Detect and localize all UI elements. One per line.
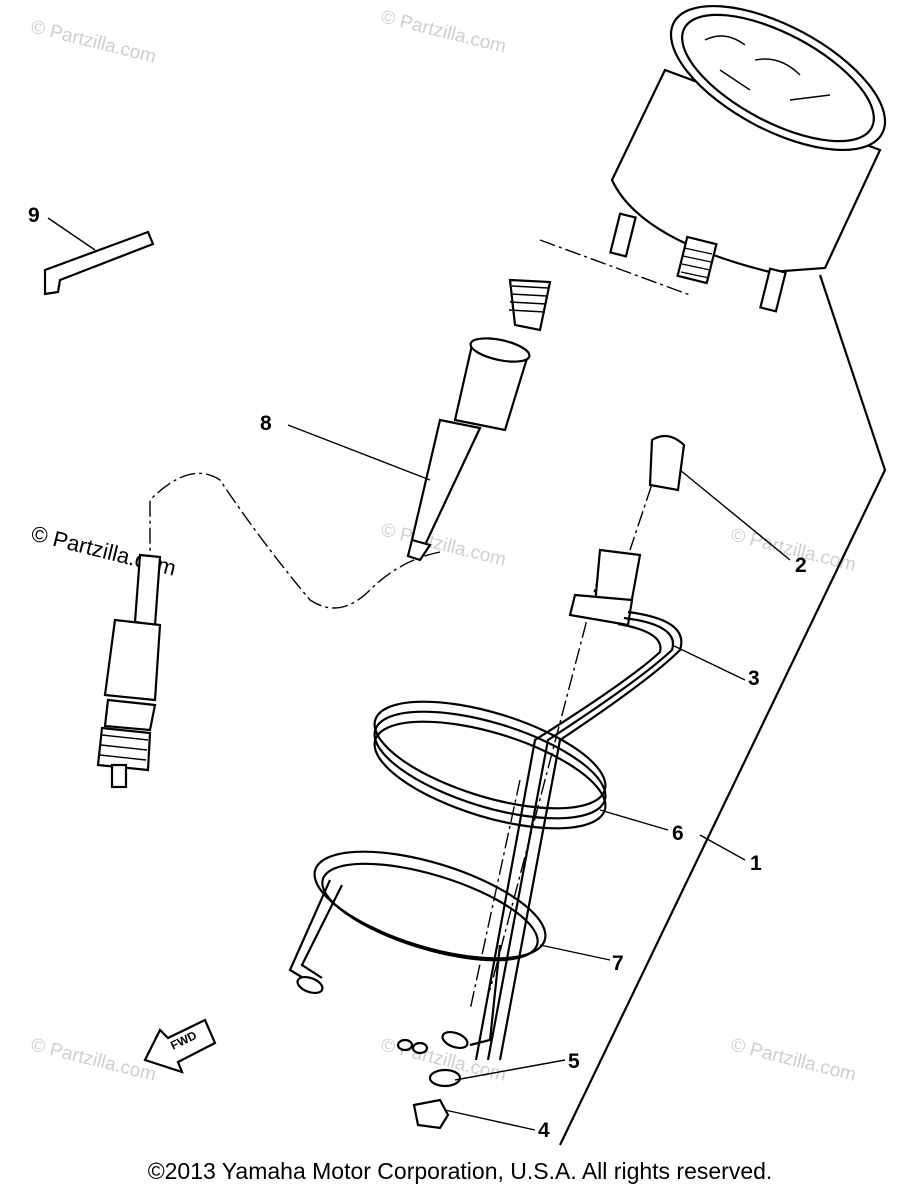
part-7-bracket: [288, 850, 547, 1055]
callout-3: 3: [748, 667, 760, 690]
watermark: © Partzilla.com: [29, 16, 158, 67]
callout-9: 9: [28, 204, 40, 227]
fwd-arrow-icon: FWD: [143, 1018, 217, 1074]
part-4-nut: [412, 1098, 450, 1130]
part-9-key: [43, 230, 155, 296]
watermark: © Partzilla.com: [29, 1034, 158, 1085]
part-3-socket: [474, 548, 683, 1061]
watermark: © Partzilla.com: [379, 519, 508, 570]
leader-lines: [149, 239, 691, 1011]
callout-8: 8: [260, 412, 272, 435]
callout-5: 5: [568, 1050, 580, 1073]
copyright-text: ©2013 Yamaha Motor Corporation, U.S.A. A…: [147, 1158, 773, 1184]
callout-leaders: [47, 217, 791, 1131]
callout-6: 6: [672, 822, 684, 845]
callout-2: 2: [795, 554, 807, 577]
callouts: 9 8 2 3 6 1 7 5 4: [28, 204, 807, 1142]
callout-1: 1: [750, 852, 762, 875]
watermark: © Partzilla.com: [379, 6, 508, 57]
part-2-bulb: [648, 434, 686, 492]
part-5-washer: [428, 1068, 462, 1088]
callout-7: 7: [612, 952, 624, 975]
group-bracket: [559, 274, 887, 1146]
part-6-ring: [373, 700, 607, 830]
callout-4: 4: [538, 1119, 550, 1142]
speedometer-body: [609, 4, 887, 313]
watermark: © Partzilla.com: [729, 1034, 858, 1085]
part-8-cable: [96, 278, 552, 789]
